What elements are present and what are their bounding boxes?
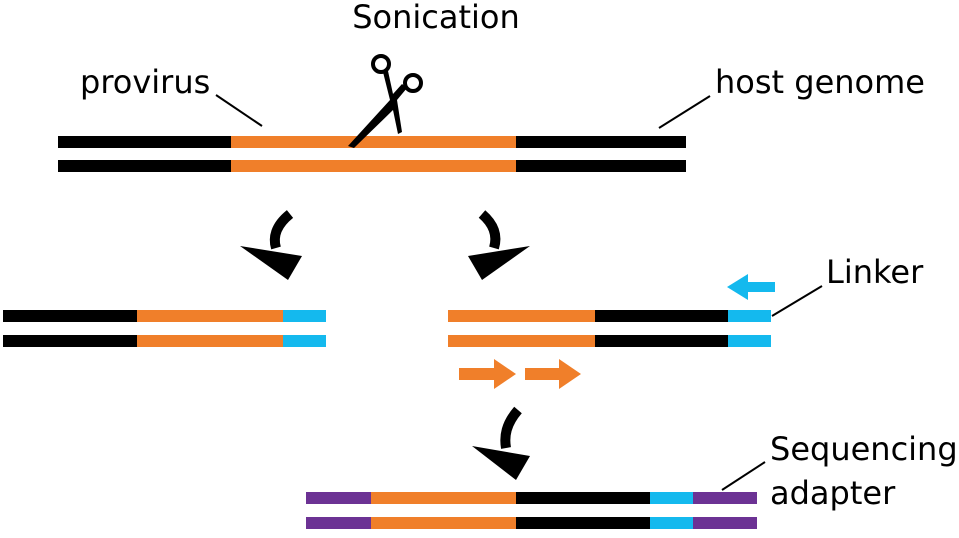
host-segment-left [58,160,231,172]
curved-arrow-icon [472,406,530,480]
linker-segment [283,310,326,322]
dna-strand-top [306,492,757,504]
provirus-segment [231,160,516,172]
host-dna-with-provirus [58,136,686,172]
provirus-segment [371,517,516,529]
host-segment [3,310,137,322]
host-segment-left [58,136,231,148]
dna-strand-top [58,136,686,148]
host-segment-right [516,136,686,148]
curved-arrow-icon [468,210,530,280]
host-segment-right [516,160,686,172]
host-segment [595,335,728,347]
sequencing-adapter-label-line2: adapter [770,474,896,512]
host-genome-leader-line [658,95,711,129]
fragment-left [3,310,326,347]
dna-strand-top [3,310,326,322]
adapter-segment [306,517,371,529]
provirus-primer-arrow-icon [459,359,516,389]
dna-strand-bottom [306,517,757,529]
dna-strand-bottom [58,160,686,172]
dna-strand-top [448,310,771,322]
adapter-ligated-fragment [306,492,757,529]
provirus-segment [137,310,283,322]
linker-segment [650,492,693,504]
provirus-segment [371,492,516,504]
linker-segment [283,335,326,347]
dna-strand-bottom [3,335,326,347]
host-segment [516,517,650,529]
provirus-segment [448,335,595,347]
linker-leader-line [771,285,823,317]
host-segment [595,310,728,322]
adapter-segment [693,492,757,504]
sequencing-adapter-leader-line [721,461,766,491]
dna-strand-bottom [448,335,771,347]
provirus-segment [448,310,595,322]
adapter-segment [693,517,757,529]
provirus-primer-arrow-icon [525,359,581,389]
host-segment [3,335,137,347]
provirus-leader-line [215,94,263,127]
provirus-segment [137,335,283,347]
provirus-label: provirus [80,63,210,101]
sonication-label: Sonication [352,0,520,36]
adapter-segment [306,492,371,504]
curved-arrow-icon [240,210,302,280]
provirus-segment [231,136,516,148]
linker-segment [650,517,693,529]
scissors-icon [348,54,423,148]
linker-segment [728,310,771,322]
host-genome-label: host genome [715,63,925,101]
linker-label: Linker [826,253,924,291]
host-segment [516,492,650,504]
linker-primer-arrow-icon [727,274,775,300]
sequencing-adapter-label-line1: Sequencing [770,430,958,468]
linker-segment [728,335,771,347]
fragment-right [448,310,771,347]
